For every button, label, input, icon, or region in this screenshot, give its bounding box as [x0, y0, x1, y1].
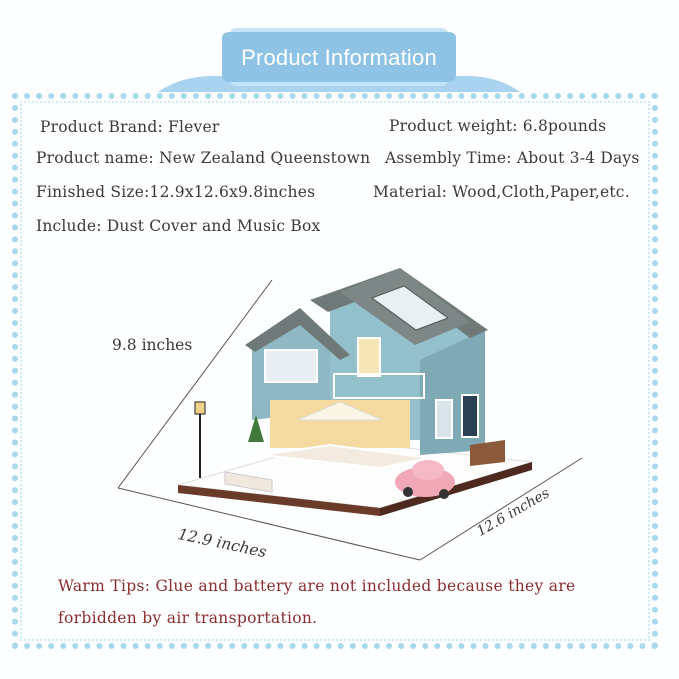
- base-side: [380, 462, 532, 516]
- balcony-railing: [333, 373, 425, 399]
- side-window: [435, 399, 453, 439]
- dotted-frame: [12, 93, 658, 649]
- height-label: 9.8 inches: [112, 336, 193, 354]
- height-dimension-line: [117, 279, 273, 489]
- upper-door: [357, 337, 381, 377]
- pink-car-roof: [412, 460, 444, 480]
- small-tree: [248, 415, 264, 442]
- spec-material: Material: Wood,Cloth,Paper,etc.: [373, 183, 630, 201]
- spec-include: Include: Dust Cover and Music Box: [36, 217, 321, 235]
- depth-dimension-line: [419, 457, 583, 561]
- spec-finished-size: Finished Size:12.9x12.6x9.8inches: [36, 183, 316, 201]
- left-roof: [245, 308, 350, 360]
- main-roof: [310, 268, 488, 338]
- patio-umbrella: [297, 401, 383, 421]
- car-wheel-front: [403, 487, 413, 497]
- upper-left-window: [264, 349, 318, 383]
- warm-tips-line2: forbidden by air transportation.: [58, 609, 318, 627]
- spec-weight: Product weight: 6.8pounds: [389, 117, 607, 135]
- dotted-frame-inner: [20, 101, 650, 641]
- width-dimension-line: [117, 487, 421, 561]
- spec-assembly-time: Assembly Time: About 3-4 Days: [385, 149, 640, 167]
- banner-shape: [158, 28, 520, 92]
- warm-tips-line1: Warm Tips: Glue and battery are not incl…: [58, 577, 576, 595]
- header-banner: Product Information: [0, 0, 679, 100]
- skylight: [370, 285, 450, 331]
- spec-brand: Product Brand: Flever: [40, 118, 220, 136]
- deck: [261, 443, 431, 470]
- banner-title: Product Information: [241, 45, 437, 70]
- lamp-head: [194, 401, 206, 415]
- base-front: [178, 485, 380, 516]
- spec-name: Product name: New Zealand Queenstown: [36, 149, 371, 167]
- side-stairs: [470, 440, 505, 466]
- front-stairs: [224, 471, 273, 493]
- side-door: [461, 394, 479, 438]
- car-wheel-back: [439, 489, 449, 499]
